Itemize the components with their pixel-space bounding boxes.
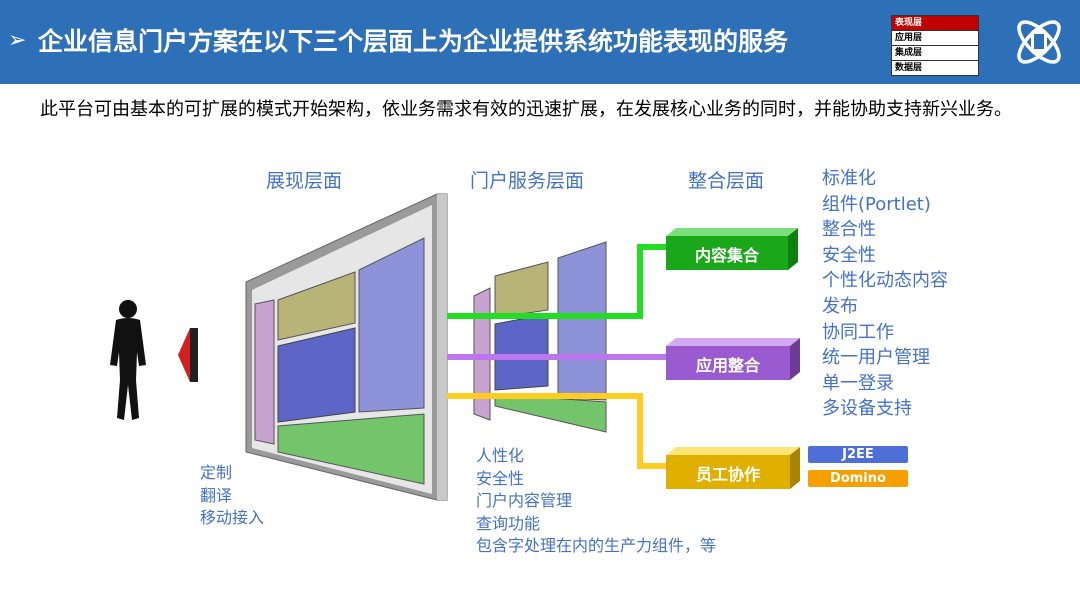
list-item: 多设备支持 <box>822 398 912 420</box>
layer-application: 应用层 <box>891 31 979 46</box>
integration-layer-label: 整合层面 <box>688 170 765 192</box>
list-item: 门户内容管理 <box>476 491 573 510</box>
list-item: 人性化 <box>476 446 525 465</box>
application-integration-box: 应用整合 <box>695 356 760 375</box>
list-item: 协同工作 <box>822 321 894 343</box>
list-item: 单一登录 <box>822 372 894 394</box>
content-box-shape <box>666 228 798 270</box>
list-item: 安全性 <box>822 244 876 266</box>
list-item: 翻译 <box>200 485 233 505</box>
layer-data: 数据层 <box>891 61 979 76</box>
integration-features-list: 标准化 组件(Portlet) 整合性 安全性 个性化动态内容 发布 协同工作 … <box>822 166 948 422</box>
employee-collaboration-box: 员工协作 <box>695 465 760 484</box>
domino-tag: Domino <box>808 470 908 487</box>
person-silhouette-icon <box>110 300 146 420</box>
portal-features-list: 人性化 安全性 门户内容管理 查询功能 包含字处理在内的生产力组件，等 <box>476 445 716 558</box>
list-item: 移动接入 <box>200 508 265 527</box>
app-box-shape <box>666 338 800 380</box>
bullet-arrow-icon: ➢ <box>8 28 27 53</box>
list-item: 查询功能 <box>476 513 541 533</box>
portal-layer-label: 门户服务层面 <box>470 170 585 192</box>
intro-paragraph: 此平台可由基本的可扩展的模式开始架构，依业务需求有效的迅速扩展，在发展核心业务的… <box>40 99 1012 120</box>
presentation-screen <box>245 193 448 501</box>
presentation-features-list: 定制 翻译 移动接入 <box>200 462 264 530</box>
list-item: 发布 <box>822 295 858 317</box>
collab-box-shape <box>666 447 800 489</box>
input-arrow-icon <box>178 328 198 382</box>
list-item: 个性化动态内容 <box>822 270 948 292</box>
layer-legend: 表现层 应用层 集成层 数据层 <box>891 15 979 76</box>
slide-title: 企业信息门户方案在以下三个层面上为企业提供系统功能表现的服务 <box>38 27 789 56</box>
j2ee-tag: J2EE <box>808 446 908 463</box>
portal-screen <box>473 241 607 433</box>
list-item: 组件(Portlet) <box>822 193 931 215</box>
presentation-layer-label: 展现层面 <box>266 170 343 192</box>
list-item: 包含字处理在内的生产力组件，等 <box>476 536 717 555</box>
list-item: 标准化 <box>822 168 876 189</box>
layer-integration: 集成层 <box>891 46 979 61</box>
list-item: 安全性 <box>476 468 525 488</box>
list-item: 定制 <box>200 463 233 482</box>
list-item: 整合性 <box>822 219 876 241</box>
layer-presentation: 表现层 <box>891 15 979 31</box>
atom-logo-icon <box>1017 20 1061 64</box>
content-aggregation-box: 内容集合 <box>694 246 759 265</box>
list-item: 统一用户管理 <box>822 347 930 369</box>
